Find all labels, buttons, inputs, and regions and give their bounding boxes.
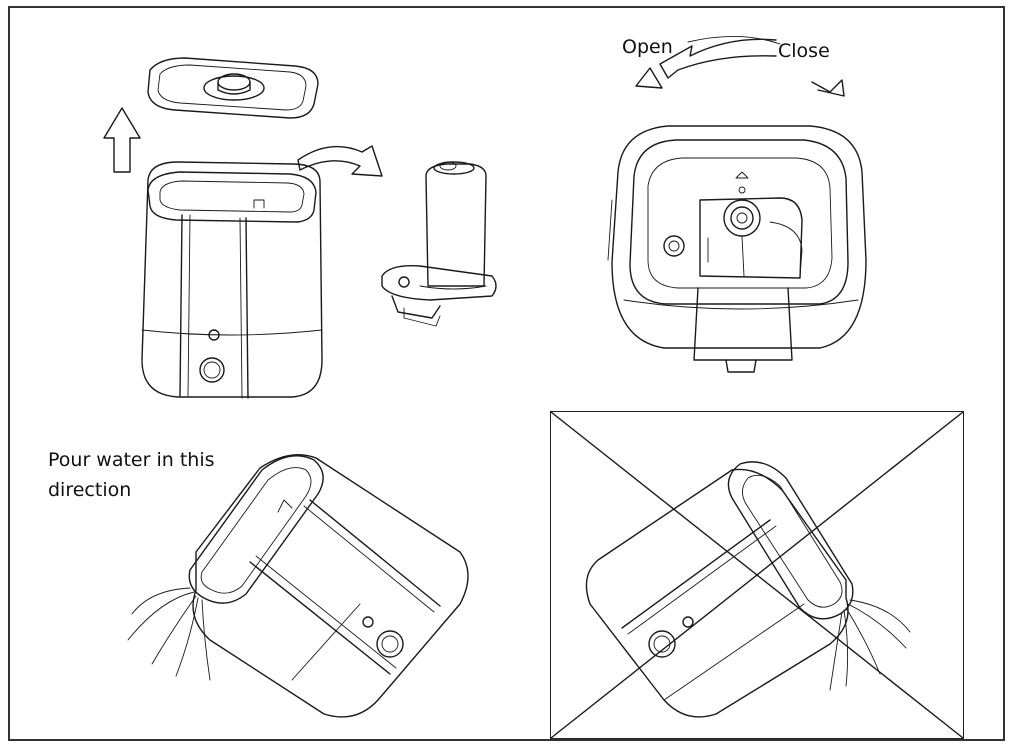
pour-label-line1: Pour water in this xyxy=(48,449,215,471)
up-arrow-icon xyxy=(103,107,141,173)
diagram-frame xyxy=(8,6,1005,741)
rotate-open-arrow-icon xyxy=(635,38,777,89)
pour-direction-label: Pour water in this direction xyxy=(48,445,268,505)
lid-illustration xyxy=(147,57,319,119)
wrong-method-box xyxy=(550,411,964,739)
pour-label-line2: direction xyxy=(48,479,132,501)
mist-tube-illustration xyxy=(381,161,497,327)
cross-out-icon xyxy=(550,411,964,739)
curved-arrow-icon xyxy=(297,145,383,177)
tilted-tank-wrong-illustration xyxy=(585,461,911,718)
tilted-tank-correct-illustration xyxy=(127,454,469,718)
tank-top-view-illustration xyxy=(607,125,867,373)
rotate-close-arrow-icon xyxy=(687,36,845,97)
tank-body-illustration xyxy=(141,161,323,399)
open-label: Open xyxy=(622,36,673,58)
close-label: Close xyxy=(778,40,830,62)
